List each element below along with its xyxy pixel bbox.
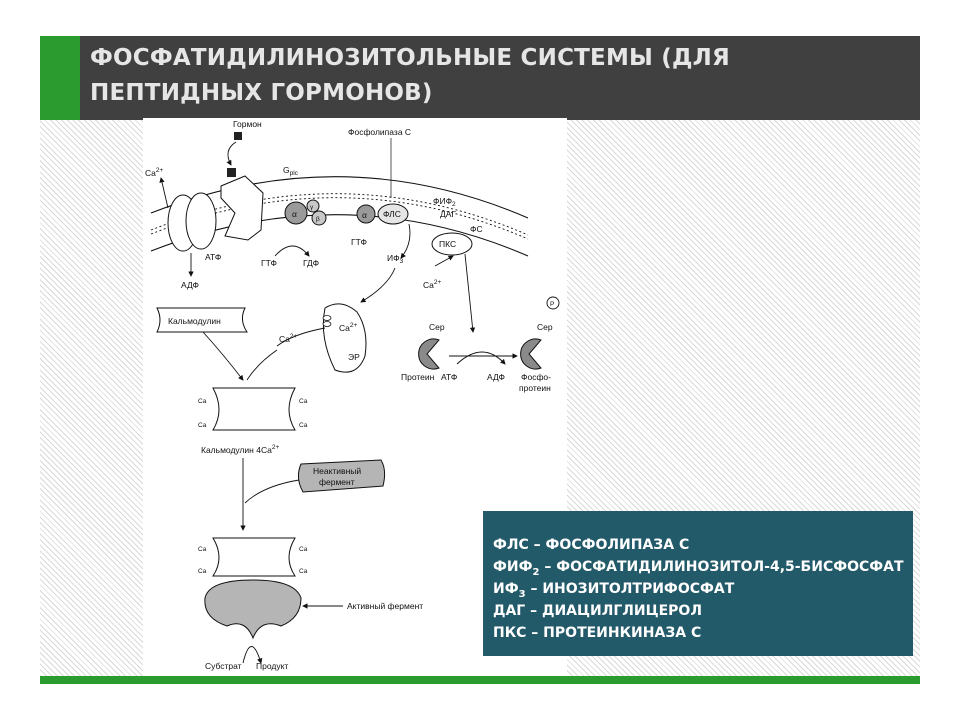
active-enzyme-label: Активный фермент — [347, 601, 423, 611]
legend-row-pkc: ПКС – ПРОТЕИНКИНАЗА С — [493, 625, 702, 641]
er-label: ЭР — [348, 352, 360, 362]
pkc-label: ПКС — [439, 239, 456, 249]
calmodulin-binding-arrow — [202, 331, 244, 381]
substrate-label: Субстрат — [205, 661, 242, 671]
inactive-enzyme-line-1: Неактивный — [313, 466, 361, 476]
flc-label: ФЛС — [383, 209, 401, 219]
legend-row-if3: ИФ3 – ИНОЗИТОЛТРИФОСФАТ — [493, 581, 735, 600]
calmodulin-shape — [156, 307, 248, 333]
phosphate-circle — [546, 296, 560, 310]
phosphoprotein-line-2: протеин — [519, 383, 551, 393]
active-enzyme-shape — [204, 579, 302, 640]
slide-title-line-1: ФОСФАТИДИЛИНОЗИТОЛЬНЫЕ СИСТЕМЫ (ДЛЯ — [90, 45, 730, 71]
hormone-arrow — [226, 141, 237, 166]
ip3-to-er-arrow — [360, 267, 396, 303]
atp-label-1: АТФ — [205, 252, 221, 262]
gdp-label: ГДФ — [303, 258, 319, 268]
adp-label-2: АДФ — [487, 372, 505, 382]
er-channel-1 — [322, 315, 332, 321]
product-label: Продукт — [256, 661, 288, 671]
gtp-label-1: ГТФ — [261, 258, 277, 268]
atp-label-2: АТФ — [441, 372, 457, 382]
ca-to-pkc-arrow — [434, 255, 454, 267]
calmodulin-4ca-label: Кальмодулин 4Ca2+ — [201, 444, 279, 455]
ca-site-6: Ca — [198, 568, 207, 575]
gtp-gdp-arrow — [274, 245, 310, 257]
dag-label: ДАГ — [440, 209, 456, 219]
ca-merge-line — [246, 349, 278, 381]
slide-title-line-2: ПЕПТИДНЫХ ГОРМОНОВ) — [90, 80, 433, 106]
phosphoprotein-line-1: Фосфо- — [521, 372, 551, 382]
hormone-square-source — [234, 132, 242, 140]
pkc-action-arrow — [464, 253, 476, 333]
phosphoprotein-shape — [520, 338, 542, 370]
ip3-release-arrow — [400, 223, 411, 259]
ca-site-5: Ca — [198, 546, 207, 553]
calcium-channel — [167, 192, 217, 252]
gtp-label-2: ГТФ — [351, 237, 367, 247]
phospholipase-c-label: Фосфолипаза С — [348, 127, 411, 137]
calmodulin-4ca-shape — [212, 387, 296, 431]
alpha-subunit-2: α — [362, 210, 367, 220]
calmodulin-active-shape — [212, 537, 296, 577]
ca-site-4: Ca — [299, 422, 308, 429]
ca-site-3: Ca — [299, 398, 308, 405]
alpha-subunit-1: α — [292, 209, 297, 219]
gamma-subunit: γ — [310, 204, 314, 211]
ca-er-label: Ca2+ — [339, 322, 357, 333]
ca-top-label: Ca2+ — [145, 167, 163, 178]
inactive-enzyme-shape — [297, 459, 386, 493]
endoplasmic-reticulum — [322, 303, 367, 373]
g-protein — [284, 199, 409, 226]
ser-label-1: Сер — [429, 322, 445, 332]
phosphatidylinositol-pathway-diagram: α γ β α ФЛС ПКС Гормон Фосфолипаза С Ca2… — [145, 119, 560, 671]
legend-row-fif2: ФИФ2 – ФОСФАТИДИЛИНОЗИТОЛ-4,5-БИСФОСФАТ — [493, 559, 904, 578]
inactive-enzyme-line-2: фермент — [319, 477, 355, 487]
fif2-label: ФИФ2 — [433, 196, 456, 208]
er-channel-2 — [322, 321, 332, 327]
substrate-product-arrow — [242, 646, 263, 664]
ip3-label: ИФ3 — [387, 253, 404, 265]
hormone-receptor — [220, 175, 264, 241]
protein-label: Протеин — [401, 372, 435, 382]
hormone-square — [227, 168, 236, 177]
legend-row-dag: ДАГ – ДИАЦИЛГЛИЦЕРОЛ — [493, 603, 702, 619]
calmodulin-label: Кальмодулин — [168, 316, 221, 326]
title-bar: ФОСФАТИДИЛИНОЗИТОЛЬНЫЕ СИСТЕМЫ (ДЛЯ ПЕПТ… — [80, 36, 920, 120]
legend-row-flc: ФЛС – ФОСФОЛИПАЗА С — [493, 537, 690, 553]
ca-site-8: Ca — [299, 568, 308, 575]
ca-site-1: Ca — [198, 398, 207, 405]
enzyme-merge-line — [244, 479, 300, 504]
adp-label-1: АДФ — [181, 280, 199, 290]
ca-influx-arrow — [159, 177, 169, 209]
hormone-label: Гормон — [233, 119, 262, 129]
bottom-accent-bar — [40, 676, 920, 684]
ca-release-line — [276, 327, 326, 347]
phosphate-label: P — [550, 301, 554, 308]
protein-shape — [418, 338, 440, 370]
fs-label: ФС — [470, 224, 483, 234]
ca-site-2: Ca — [198, 422, 207, 429]
legend-box: ФЛС – ФОСФОЛИПАЗА С ФИФ2 – ФОСФАТИДИЛИНО… — [483, 511, 913, 656]
pkc-enzyme — [431, 232, 473, 256]
ca-site-7: Ca — [299, 546, 308, 553]
ca-pkc-label: Ca2+ — [423, 279, 441, 290]
beta-subunit: β — [316, 216, 320, 223]
ser-label-2: Сер — [537, 322, 553, 332]
atp-adp-arrow — [456, 351, 506, 365]
g-plc-label: Gplc — [283, 165, 299, 177]
title-accent-block — [40, 36, 80, 120]
